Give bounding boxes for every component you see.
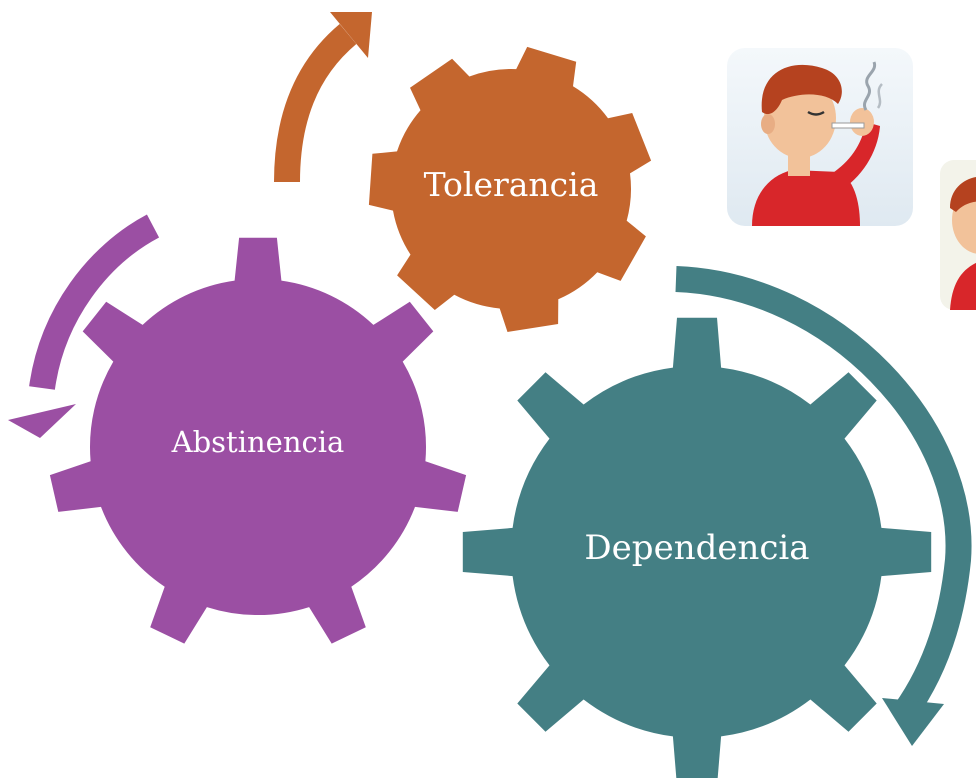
dependencia-arrow [675,266,972,746]
gear-abstinencia-shape [49,237,467,644]
gear-tolerancia: Tolerancia [368,46,652,333]
cycle-arrows [8,12,972,746]
gear-tolerancia-shape [368,46,652,333]
gear-abstinencia: Abstinencia [49,237,467,644]
tolerancia-arrow [274,12,372,183]
boy-partial-illustration [940,160,976,310]
gear-abstinencia-label: Abstinencia [171,425,345,459]
gear-dependencia: Dependencia [462,317,932,778]
gear-dependencia-shape [462,317,932,778]
abstinencia-arrow [8,214,160,438]
boy-smoking-illustration [727,48,913,226]
gear-tolerancia-label: Tolerancia [424,165,599,204]
gear-dependencia-label: Dependencia [584,528,809,568]
